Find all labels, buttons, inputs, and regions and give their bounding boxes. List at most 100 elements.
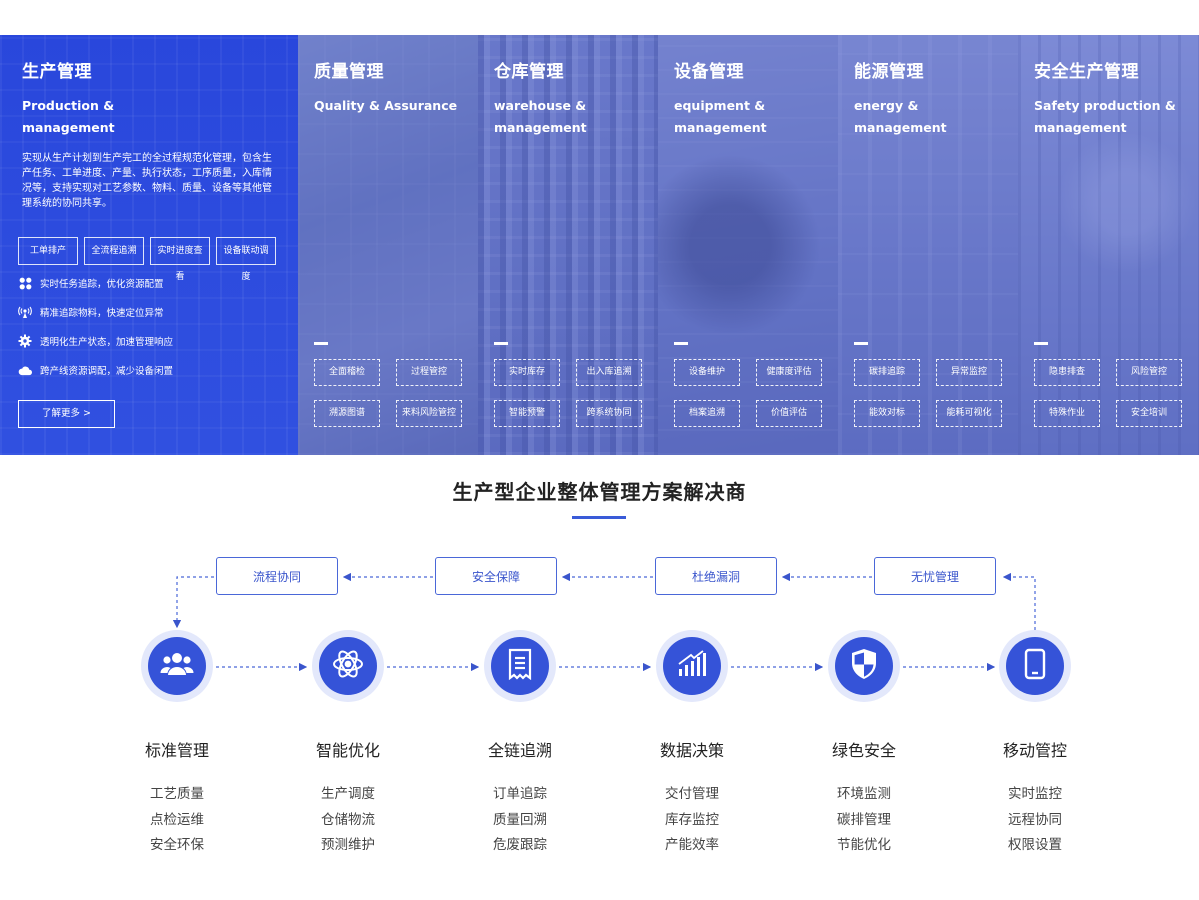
list-item: 库存监控 xyxy=(665,811,719,828)
chip-item[interactable]: 能效对标 xyxy=(854,400,920,427)
chip-item[interactable]: 溯源图谱 xyxy=(314,400,380,427)
chip-item[interactable]: 智能预警 xyxy=(494,400,560,427)
tag-item[interactable]: 全流程追溯 xyxy=(84,237,144,265)
list-item: 预测维护 xyxy=(321,837,375,853)
node-items: 实时监控 远程协同 权限设置 xyxy=(965,782,1105,859)
list-item: 工艺质量 xyxy=(150,786,204,802)
divider xyxy=(1034,342,1048,345)
panel-chips: 设备维护 健康度评估 档案追溯 价值评估 xyxy=(674,359,829,427)
node-items: 订单追踪 质量回溯 危废跟踪 xyxy=(450,782,590,859)
node-optimize xyxy=(312,630,384,702)
panel-safety[interactable]: 安全生产管理 Safety production & management 隐患… xyxy=(1018,35,1199,455)
tag-item[interactable]: 设备联动调度 xyxy=(216,237,276,282)
panel-title: 质量管理 xyxy=(314,62,384,82)
list-item: 实时监控 xyxy=(1008,786,1062,802)
tag-item[interactable]: 实时进度查看 xyxy=(150,237,210,282)
list-item: 节能优化 xyxy=(837,837,891,853)
panel-production[interactable]: 生产管理 Production & management 实现从生产计划到生产完… xyxy=(0,35,298,455)
chip-item[interactable]: 设备维护 xyxy=(674,359,740,386)
node-mobile xyxy=(999,630,1071,702)
panel-chips: 全面稽检 过程管控 溯源图谱 来料风险管控 xyxy=(314,359,469,427)
panel-equipment[interactable]: 设备管理 equipment & management 设备维护 健康度评估 档… xyxy=(658,35,838,455)
chip-item[interactable]: 档案追溯 xyxy=(674,400,740,427)
node-green xyxy=(828,630,900,702)
chip-item[interactable]: 异常监控 xyxy=(936,359,1002,386)
node-items: 环境监测 碳排管理 节能优化 xyxy=(794,782,934,859)
list-item: 质量回溯 xyxy=(493,811,547,828)
list-item: 危废跟踪 xyxy=(493,837,547,853)
chip-item[interactable]: 碳排追踪 xyxy=(854,359,920,386)
list-item: 安全环保 xyxy=(150,837,204,853)
feature-item: 透明化生产状态，加速管理响应 xyxy=(18,334,173,348)
panel-title: 能源管理 xyxy=(854,62,924,82)
panel-chips: 碳排追踪 异常监控 能效对标 能耗可视化 xyxy=(854,359,1009,427)
chip-item[interactable]: 健康度评估 xyxy=(756,359,822,386)
panel-title: 仓库管理 xyxy=(494,62,564,82)
panel-subtitle: Production & management xyxy=(22,98,115,135)
panel-title: 安全生产管理 xyxy=(1034,62,1139,82)
chip-item[interactable]: 价值评估 xyxy=(756,400,822,427)
feature-item: 精准追踪物料，快速定位异常 xyxy=(18,305,164,319)
node-title: 全链追溯 xyxy=(487,741,552,760)
list-item: 仓储物流 xyxy=(321,811,375,828)
panel-quality[interactable]: 质量管理 Quality & Assurance 全面稽检 过程管控 溯源图谱 … xyxy=(298,35,478,455)
divider xyxy=(674,342,688,345)
feature-text: 透明化生产状态，加速管理响应 xyxy=(40,337,174,348)
panel-subtitle: Safety production & management xyxy=(1034,98,1176,135)
panel-subtitle: energy & management xyxy=(854,98,947,135)
panel-chips: 隐患排查 风险管控 特殊作业 安全培训 xyxy=(1034,359,1189,427)
list-item: 交付管理 xyxy=(665,786,719,802)
list-item: 产能效率 xyxy=(665,837,719,853)
feature-item: 跨产线资源调配，减少设备闲置 xyxy=(18,363,173,377)
flow-box: 杜绝漏洞 xyxy=(655,557,777,595)
signal-icon xyxy=(18,305,32,319)
panel-title: 生产管理 xyxy=(22,62,92,82)
chip-item[interactable]: 跨系统协同 xyxy=(576,400,642,427)
chip-item[interactable]: 出入库追溯 xyxy=(576,359,642,386)
chip-item[interactable]: 过程管控 xyxy=(396,359,462,386)
flow-box: 无忧管理 xyxy=(874,557,996,595)
chip-item[interactable]: 特殊作业 xyxy=(1034,400,1100,427)
feature-text: 跨产线资源调配，减少设备闲置 xyxy=(40,366,174,377)
panel-description: 实现从生产计划到生产完工的全过程规范化管理，包含生产任务、工单进度、产量、执行状… xyxy=(22,153,272,209)
document-icon xyxy=(507,648,533,684)
node-items: 交付管理 库存监控 产能效率 xyxy=(622,782,762,859)
divider xyxy=(494,342,508,345)
panel-subtitle: warehouse & management xyxy=(494,98,587,135)
node-title: 数据决策 xyxy=(659,741,724,760)
node-items: 工艺质量 点检运维 安全环保 xyxy=(107,782,247,859)
shield-icon xyxy=(850,648,878,684)
section-title: 生产型企业整体管理方案解决商 xyxy=(452,480,747,504)
panel-chips: 实时库存 出入库追溯 智能预警 跨系统协同 xyxy=(494,359,649,427)
chip-item[interactable]: 隐患排查 xyxy=(1034,359,1100,386)
node-title: 绿色安全 xyxy=(831,741,896,760)
panel-energy[interactable]: 能源管理 energy & management 碳排追踪 异常监控 能效对标 … xyxy=(838,35,1018,455)
learn-more-button[interactable]: 了解更多 > xyxy=(18,400,115,428)
atom-icon xyxy=(332,648,364,684)
panel-warehouse[interactable]: 仓库管理 warehouse & management 实时库存 出入库追溯 智… xyxy=(478,35,658,455)
node-title: 智能优化 xyxy=(315,741,380,760)
list-item: 远程协同 xyxy=(1008,811,1062,828)
title-underline xyxy=(572,516,626,519)
feature-item: 实时任务追踪，优化资源配置 xyxy=(18,276,164,290)
chip-item[interactable]: 全面稽检 xyxy=(314,359,380,386)
users-icon xyxy=(160,651,194,681)
module-banner: 生产管理 Production & management 实现从生产计划到生产完… xyxy=(0,35,1199,455)
chip-item[interactable]: 能耗可视化 xyxy=(936,400,1002,427)
chip-item[interactable]: 风险管控 xyxy=(1116,359,1182,386)
panel-background xyxy=(0,35,298,455)
flow-box: 流程协同 xyxy=(216,557,338,595)
feature-text: 实时任务追踪，优化资源配置 xyxy=(40,279,164,290)
list-item: 碳排管理 xyxy=(837,811,891,828)
panel-subtitle: equipment & management xyxy=(674,98,767,135)
list-item: 点检运维 xyxy=(150,811,204,828)
node-items: 生产调度 仓储物流 预测维护 xyxy=(278,782,418,859)
gear-icon xyxy=(18,334,32,348)
list-item: 订单追踪 xyxy=(493,786,547,802)
chip-item[interactable]: 安全培训 xyxy=(1116,400,1182,427)
cloud-icon xyxy=(18,363,32,377)
chip-item[interactable]: 实时库存 xyxy=(494,359,560,386)
divider xyxy=(314,342,328,345)
chip-item[interactable]: 来料风险管控 xyxy=(396,400,462,427)
tag-item[interactable]: 工单排产 xyxy=(18,237,78,265)
